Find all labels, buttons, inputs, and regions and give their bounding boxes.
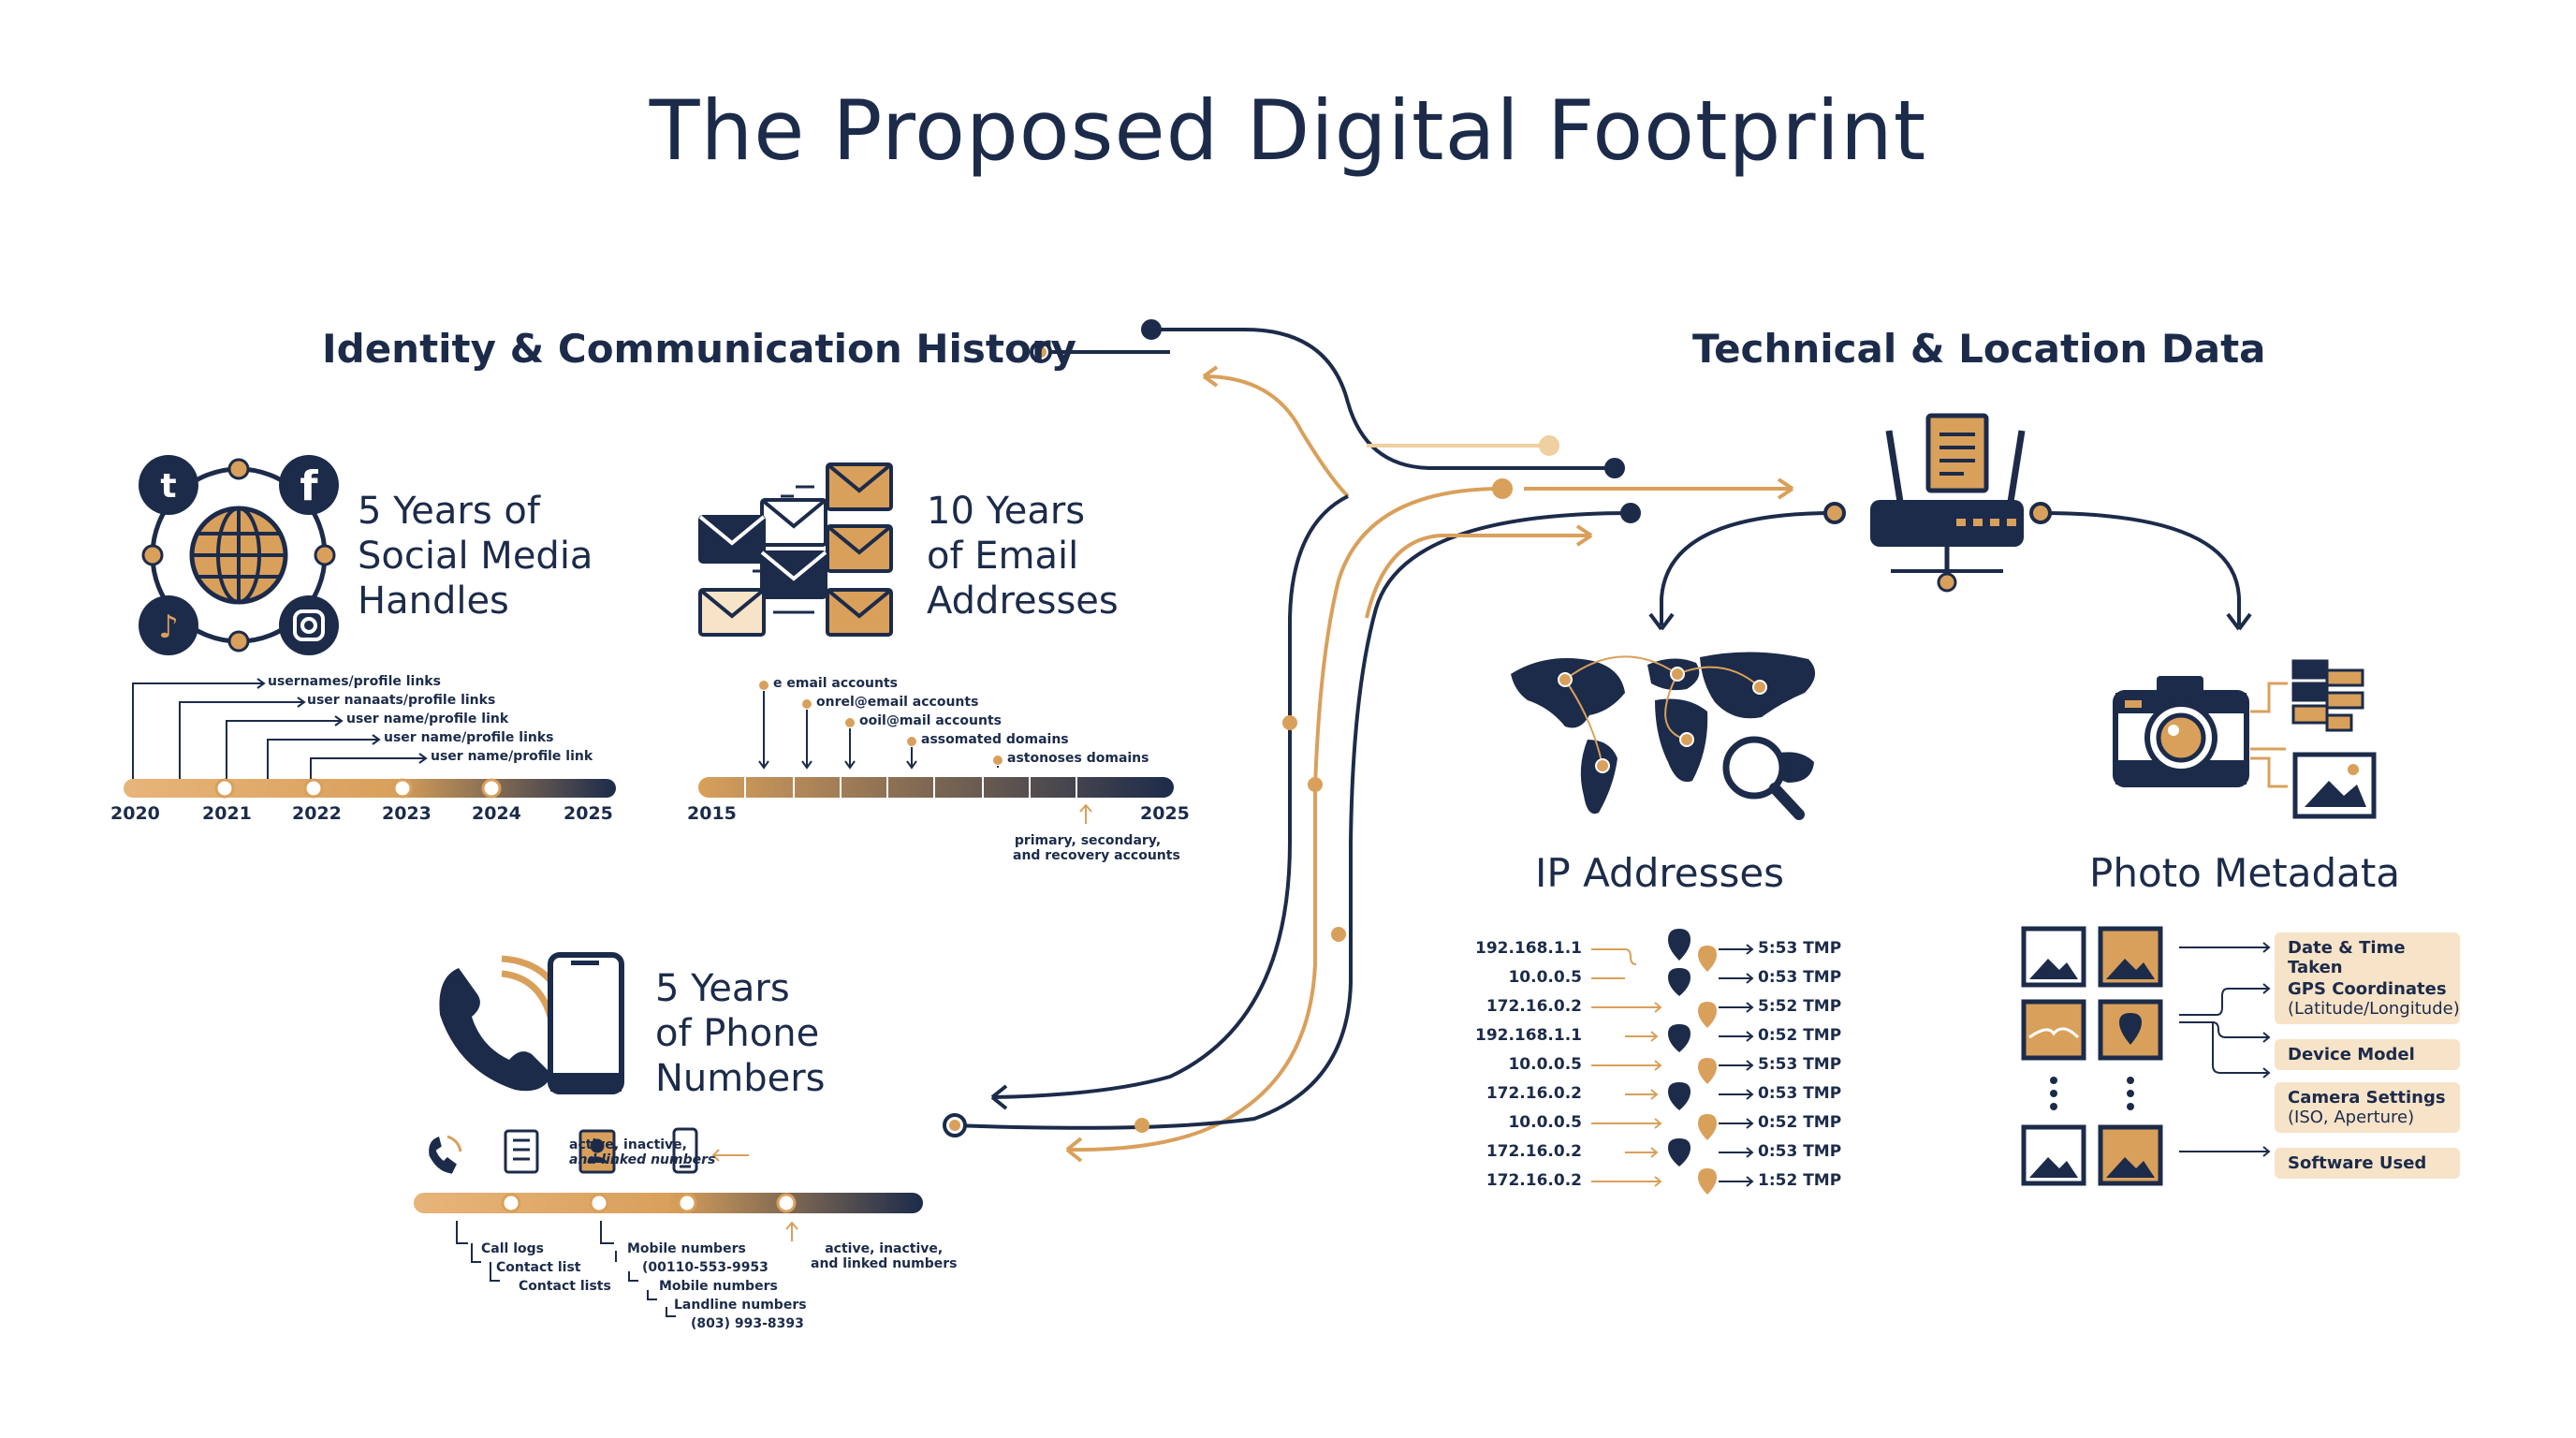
- metadata-device-model-label: Device Model: [2288, 1045, 2415, 1064]
- phone-number-1: (00110-553-9953: [642, 1260, 768, 1275]
- camera-icon: [2113, 659, 2377, 819]
- phone-contact-list: Contact list: [496, 1260, 581, 1275]
- email-annotation-5: astonoses domains: [1007, 751, 1149, 766]
- metadata-camera-settings-sub: (ISO, Aperture): [2288, 1108, 2415, 1127]
- page-title: The Proposed Digital Footprint: [649, 82, 1927, 179]
- photo-metadata-title: Photo Metadata: [2089, 850, 2401, 896]
- ip-row-4-time: 0:52 TMP: [1758, 1026, 1842, 1045]
- email-note-line-2: and recovery accounts: [1013, 848, 1180, 863]
- social-year-2024: 2024: [472, 803, 521, 824]
- social-annotation-1: usernames/profile links: [268, 674, 441, 689]
- phone-contact-lists: Contact lists: [519, 1279, 611, 1294]
- ip-row-5-address: 10.0.0.5: [1508, 1055, 1582, 1074]
- social-year-2022: 2022: [292, 803, 342, 824]
- metadata-software-label: Software Used: [2288, 1153, 2427, 1173]
- metadata-date-time-label: Date & Time Taken: [2288, 938, 2406, 977]
- email-annotation-4: assomated domains: [921, 732, 1069, 747]
- ip-row-7-address: 10.0.0.5: [1508, 1113, 1582, 1132]
- metadata-gps: GPS Coordinates (Latitude/Longitude): [2275, 974, 2460, 1024]
- email-timeline: [698, 681, 1174, 824]
- ip-row-2-time: 0:53 TMP: [1758, 968, 1842, 987]
- ip-addresses-title: IP Addresses: [1535, 850, 1785, 896]
- social-label-line-2: Social Media: [358, 535, 593, 578]
- phone-icon: [439, 952, 624, 1094]
- metadata-gps-sub: (Latitude/Longitude): [2288, 999, 2460, 1019]
- social-year-2021: 2021: [202, 803, 252, 824]
- email-label-line-1: 10 Years: [927, 490, 1086, 533]
- router-document-icon: [1870, 413, 2026, 593]
- metadata-camera-settings: Camera Settings (ISO, Aperture): [2275, 1082, 2460, 1133]
- social-year-2020: 2020: [110, 803, 160, 824]
- social-annotation-5: user name/profile link: [431, 749, 593, 764]
- ip-row-5-time: 5:53 TMP: [1758, 1055, 1842, 1074]
- ip-row-7-time: 0:52 TMP: [1758, 1113, 1842, 1132]
- phone-right-note: active, inactive, and linked numbers: [811, 1241, 957, 1271]
- phone-top-note: active, inactive, and linked numbers: [569, 1137, 715, 1167]
- social-year-2023: 2023: [382, 803, 432, 824]
- right-section-title: Technical & Location Data: [1692, 326, 2266, 372]
- phone-label: 5 Years of Phone Numbers: [655, 966, 826, 1101]
- metadata-device-model: Device Model: [2275, 1039, 2460, 1070]
- world-map-icon: [1511, 652, 1816, 820]
- email-label-line-2: of Email: [927, 535, 1079, 578]
- phone-number-2: (803) 993-8393: [691, 1316, 804, 1331]
- phone-label-line-1: 5 Years: [655, 967, 790, 1010]
- social-annotation-3: user name/profile link: [346, 712, 509, 726]
- phone-right-note-line-1: active, inactive,: [825, 1241, 944, 1256]
- ip-row-8-address: 172.16.0.2: [1486, 1142, 1582, 1161]
- phone-call-logs: Call logs: [481, 1241, 544, 1256]
- phone-mobile-numbers-2: Mobile numbers: [659, 1279, 778, 1294]
- metadata-software: Software Used: [2275, 1148, 2460, 1179]
- phone-label-line-2: of Phone: [655, 1012, 820, 1055]
- email-note: primary, secondary, and recovery account…: [1013, 833, 1180, 863]
- ip-row-9-time: 1:52 TMP: [1758, 1171, 1842, 1190]
- social-year-2025: 2025: [564, 803, 613, 824]
- ip-row-3-address: 172.16.0.2: [1486, 997, 1582, 1016]
- ip-row-2-address: 10.0.0.5: [1508, 968, 1582, 987]
- metadata-gps-label: GPS Coordinates: [2288, 979, 2447, 999]
- social-label-line-1: 5 Years of: [358, 490, 540, 533]
- phone-top-note-line-2: and linked numbers: [569, 1152, 716, 1167]
- svg-text:♪: ♪: [158, 609, 179, 646]
- email-label-line-3: Addresses: [927, 580, 1119, 623]
- email-annotation-3: ooil@mail accounts: [859, 713, 1002, 728]
- email-annotation-1: e email accounts: [773, 676, 898, 691]
- ip-address-list: 192.168.1.1 5:53 TMP 10.0.0.5 0:53 TMP 1…: [1460, 929, 1891, 1198]
- phone-landline-numbers: Landline numbers: [674, 1298, 807, 1313]
- social-media-label: 5 Years of Social Media Handles: [358, 489, 593, 624]
- phone-mobile-numbers-1: Mobile numbers: [627, 1241, 746, 1256]
- ip-row-9-address: 172.16.0.2: [1486, 1171, 1582, 1190]
- phone-timeline: [414, 1127, 923, 1317]
- metadata-camera-settings-label: Camera Settings: [2288, 1088, 2446, 1108]
- social-timeline: [124, 678, 616, 799]
- email-annotation-2: onrel@email accounts: [816, 695, 979, 710]
- phone-top-note-line-1: active, inactive,: [569, 1137, 687, 1152]
- ip-row-3-time: 5:52 TMP: [1758, 997, 1842, 1016]
- email-envelopes-icon: [698, 462, 893, 637]
- email-start-year: 2015: [687, 803, 737, 824]
- social-annotation-4: user name/profile links: [384, 730, 554, 745]
- phone-right-note-line-2: and linked numbers: [811, 1256, 958, 1271]
- social-annotation-2: user nanaats/profile links: [307, 693, 496, 708]
- ip-row-1-address: 192.168.1.1: [1474, 939, 1582, 958]
- ip-row-8-time: 0:53 TMP: [1758, 1142, 1842, 1161]
- ip-row-6-address: 172.16.0.2: [1486, 1084, 1582, 1103]
- ip-row-arrows: [1591, 929, 1754, 1195]
- svg-text:f: f: [300, 462, 318, 510]
- social-media-globe-icon: t f ♪: [139, 455, 339, 655]
- email-end-year: 2025: [1140, 803, 1190, 824]
- svg-text:t: t: [160, 467, 176, 506]
- ip-row-6-time: 0:53 TMP: [1758, 1084, 1842, 1103]
- ip-row-1-time: 5:53 TMP: [1758, 939, 1842, 958]
- photo-thumbnails: [2021, 926, 2271, 1186]
- email-note-line-1: primary, secondary,: [1014, 833, 1162, 848]
- ip-row-4-address: 192.168.1.1: [1474, 1026, 1582, 1045]
- left-section-title: Identity & Communication History: [322, 326, 1076, 372]
- phone-label-line-3: Numbers: [655, 1057, 826, 1100]
- social-label-line-3: Handles: [358, 580, 509, 623]
- email-label: 10 Years of Email Addresses: [927, 489, 1119, 624]
